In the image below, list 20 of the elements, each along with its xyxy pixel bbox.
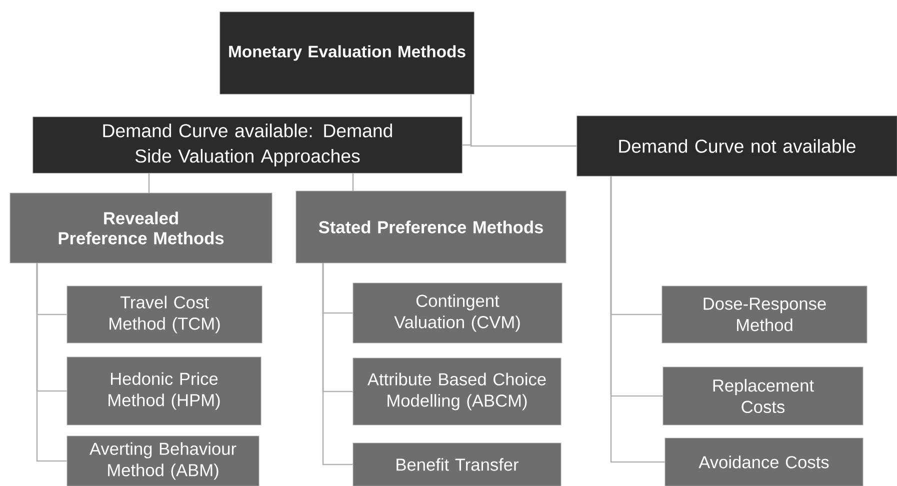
method-box: Averting Behaviour Method (ABM) (66, 436, 260, 486)
category-box: Demand Curve not available (576, 116, 897, 176)
method-box: Avoidance Costs (664, 438, 864, 486)
connector-line (352, 173, 354, 191)
method-box: Hedonic Price Method (HPM) (66, 356, 262, 426)
title-box: Monetary Evaluation Methods (220, 12, 474, 94)
method-box: Benefit Transfer (352, 442, 562, 486)
method-group-box: Stated Preference Methods (296, 190, 566, 264)
method-box: Attribute Based Choice Modelling (ABCM) (352, 358, 562, 426)
connector-line (322, 263, 353, 466)
connector-line (470, 94, 577, 147)
method-box: Contingent Valuation (CVM) (352, 282, 562, 344)
category-box: Demand Curve available: Demand Side Valuation Approaches (32, 116, 462, 174)
method-group-box: Revealed Preference Methods (10, 192, 272, 264)
connector-line (148, 173, 150, 193)
connector-line (610, 176, 665, 463)
connector-line (36, 263, 67, 462)
method-box: Dose-Response Method (662, 286, 868, 344)
method-box: Replacement Costs (662, 366, 864, 426)
method-box: Travel Cost Method (TCM) (66, 286, 262, 344)
